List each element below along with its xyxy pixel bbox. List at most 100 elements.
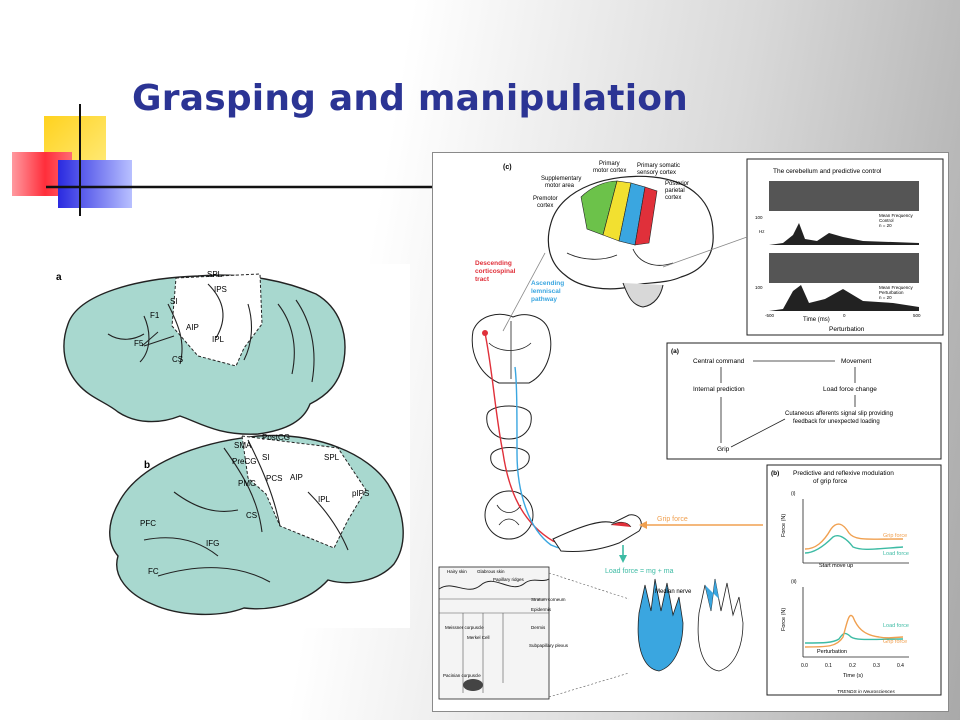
figure-label: parietal — [665, 188, 685, 194]
grasp-control-svg: (c) Primary motor cortex Primary somatic… — [438, 158, 944, 700]
figure-label: sensory cortex — [637, 170, 676, 176]
blue-square — [58, 160, 132, 208]
figure-label: Posterior — [665, 181, 689, 187]
figure-label: IPL — [318, 495, 331, 504]
figure-label: Load force change — [823, 386, 877, 393]
figure-label: The cerebellum and predictive control — [773, 168, 882, 175]
figure-label: 500 — [913, 313, 921, 318]
figure-label: Merkel Cell — [467, 635, 490, 640]
figure-label: tract — [475, 276, 490, 283]
figure-label: lemniscal — [531, 288, 561, 295]
figure-label: Predictive and reflexive modulation — [793, 470, 894, 477]
figure-label: Primary — [599, 161, 620, 167]
skin-section — [438, 566, 550, 700]
figure-label: Load force — [883, 623, 909, 629]
brain-areas-figure: a SPL IPS SI F1 F5 AIP IPL CS b PostCG S… — [48, 264, 410, 628]
figure-label: Grip force — [883, 639, 907, 645]
figure-label: Grip force — [883, 533, 907, 539]
figure-label: 100 — [755, 285, 763, 290]
figure-label: IFG — [206, 539, 219, 548]
hand-back — [697, 578, 744, 672]
grasp-control-figure: (c) Primary motor cortex Primary somatic… — [432, 152, 949, 712]
brain-areas-svg: a SPL IPS SI F1 F5 AIP IPL CS b PostCG S… — [56, 270, 404, 616]
figure-label: SPL — [324, 453, 340, 462]
panel-b-tag: b — [144, 460, 150, 471]
figure-label: Perturbation — [879, 290, 904, 295]
figure-label: Stratum corneum — [531, 597, 566, 602]
panel-c-tag: (c) — [503, 164, 512, 171]
figure-label: pathway — [531, 296, 557, 303]
figure-label: Load force — [883, 551, 909, 557]
monkey-parietal-region — [171, 273, 263, 367]
figure-label: cortex — [537, 203, 553, 209]
figure-label: Supplementary — [541, 176, 581, 182]
figure-label: n = 20 — [879, 295, 892, 300]
figure-label: motor cortex — [593, 168, 626, 174]
figure-label: SI — [262, 453, 270, 462]
figure-label: CS — [246, 511, 257, 520]
figure-label: 0.1 — [825, 663, 832, 669]
figure-label: cortex — [665, 195, 681, 201]
figure-label: Papillary ridges — [493, 577, 525, 582]
figure-label: of grip force — [813, 478, 848, 485]
figure-label: F1 — [150, 311, 160, 320]
figure-label: PreCG — [232, 457, 256, 466]
figure-label: 0.3 — [873, 663, 880, 669]
figure-label: Hairy skin — [447, 569, 467, 574]
figure-label: F5 — [134, 339, 144, 348]
pacinian-corpuscle — [463, 679, 483, 691]
figure-label: Dermis — [531, 625, 546, 630]
figure-label: 0.2 — [849, 663, 856, 669]
figure-label: Force (N) — [781, 514, 787, 537]
figure-label: (i) — [791, 491, 796, 497]
figure-label: 100 — [755, 215, 763, 220]
figure-label: corticospinal — [475, 268, 516, 275]
arm-hand — [552, 514, 642, 552]
figure-label: Premotor — [533, 196, 558, 202]
figure-label: Mean Frequency — [879, 213, 914, 218]
raster-control — [769, 181, 919, 211]
figure-label: Start move up — [819, 563, 853, 569]
histogram-control — [769, 223, 919, 245]
figure-label: Perturbation — [817, 649, 847, 655]
figure-label: PFC — [140, 519, 156, 528]
figure-label: SPL — [207, 270, 223, 279]
figure-label: PCS — [266, 474, 282, 483]
figure-label: motor area — [545, 183, 575, 189]
brain-coronal-section — [471, 313, 552, 384]
spinal-cord-section — [484, 490, 534, 540]
figure-label: Median nerve — [655, 589, 692, 595]
raster-perturbation — [769, 253, 919, 283]
brainstem-section — [486, 405, 532, 440]
figure-label: Time (s) — [843, 673, 863, 679]
load-force-curve-i — [804, 535, 904, 554]
figure-label: (ii) — [791, 579, 797, 585]
figure-label: Cutaneous afferents signal slip providin… — [785, 411, 893, 417]
figure-label: Pacinian corpuscle — [443, 673, 481, 678]
figure-label: TRENDS in Neurosciences — [837, 689, 895, 695]
human-parietal-region — [241, 435, 367, 549]
red-square — [12, 152, 72, 196]
figure-label: pIPS — [352, 489, 369, 498]
figure-label: SMA — [234, 441, 252, 450]
figure-label: Primary somatic — [637, 163, 680, 169]
central-command-box — [666, 342, 942, 460]
figure-label: Grip force — [657, 516, 688, 523]
figure-label: IPL — [212, 335, 225, 344]
figure-label: Force (N) — [781, 608, 787, 631]
figure-label: Internal prediction — [693, 386, 745, 393]
figure-label: feedback for unexpected loading — [793, 419, 880, 425]
figure-label: PMC — [238, 479, 256, 488]
figure-label: Perturbation — [829, 326, 865, 333]
figure-label: Movement — [841, 358, 872, 365]
figure-label: Load force = mg + ma — [605, 568, 674, 575]
figure-label: Central command — [693, 358, 745, 365]
figure-label: AIP — [186, 323, 199, 332]
grip-force-curve-i — [804, 523, 904, 550]
figure-label: 0.0 — [801, 663, 808, 669]
panel-a-tag: a — [56, 272, 62, 283]
slide-title: Grasping and manipulation — [132, 78, 689, 119]
figure-label: -500 — [765, 313, 775, 318]
motor-strip-red — [634, 186, 658, 246]
figure-label: Hz — [759, 229, 765, 234]
